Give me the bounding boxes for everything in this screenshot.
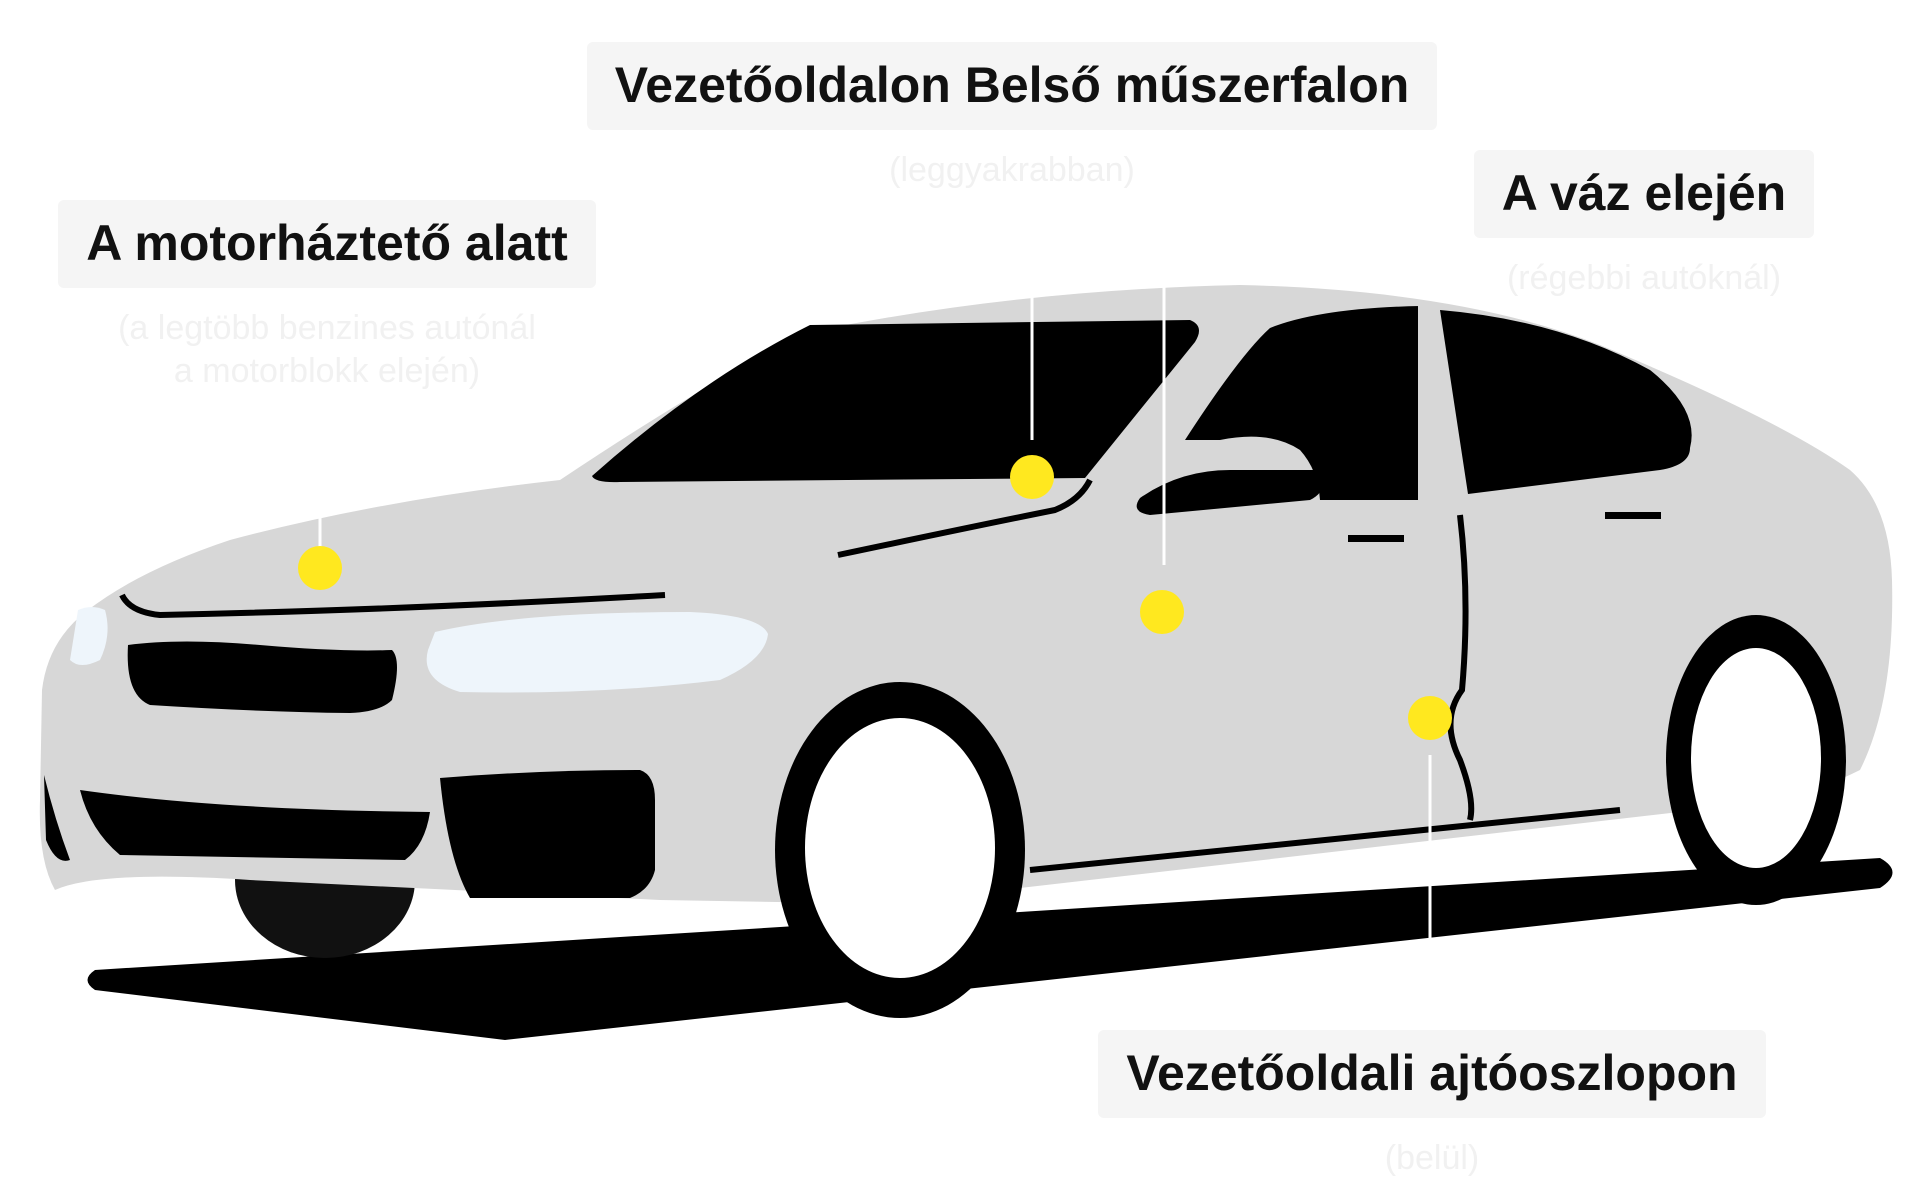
callout-dashboard-note: (leggyakrabban) <box>889 151 1135 189</box>
callout-frame-note: (régebbi autóknál) <box>1506 259 1782 297</box>
rear-door-window <box>1440 310 1692 494</box>
callout-dashboard: Vezetőoldalon Belső műszerfalon (leggyak… <box>566 42 1458 191</box>
door-seam <box>1447 514 1475 821</box>
lower-grille <box>80 790 430 860</box>
left-headlight <box>70 607 108 665</box>
callout-door-pillar: Vezetőoldali ajtóoszlopon (belül) <box>1082 1030 1782 1179</box>
hood-marker <box>298 546 342 590</box>
callout-hood-note-line2: a motorblokk elején) <box>173 351 481 390</box>
callout-hood-title: A motorháztető alatt <box>58 200 596 288</box>
right-fog-intake <box>440 770 655 898</box>
callout-dashboard-title: Vezetőoldalon Belső műszerfalon <box>586 42 1438 130</box>
left-fog-intake <box>44 775 70 861</box>
side-mirror <box>1136 470 1324 515</box>
front-grille <box>127 641 397 713</box>
callout-frame-title: A váz elején <box>1473 150 1815 238</box>
callout-hood: A motorháztető alatt (a legtöbb benzines… <box>42 200 612 392</box>
frame-marker <box>1140 590 1184 634</box>
b-pillar <box>1418 306 1440 506</box>
callout-door-pillar-title: Vezetőoldali ajtóoszlopon <box>1098 1030 1766 1118</box>
front-wheel-rim <box>805 718 995 978</box>
rear-wheel-rim <box>1691 648 1821 868</box>
windshield <box>592 320 1199 483</box>
front-door-window <box>1185 306 1430 500</box>
door-pillar-marker <box>1408 696 1452 740</box>
callout-hood-note-line1: (a legtöbb benzines autónál <box>118 309 536 347</box>
callout-door-pillar-note: (belül) <box>1384 1139 1480 1177</box>
dashboard-line <box>837 478 1093 558</box>
hood-line <box>119 592 666 619</box>
callout-frame: A váz elején (régebbi autóknál) <box>1462 150 1826 299</box>
right-headlight <box>426 612 768 693</box>
rear-door-handle <box>1605 512 1661 519</box>
sill-line <box>1029 807 1621 873</box>
front-door-handle <box>1348 535 1404 542</box>
dashboard-marker <box>1010 455 1054 499</box>
